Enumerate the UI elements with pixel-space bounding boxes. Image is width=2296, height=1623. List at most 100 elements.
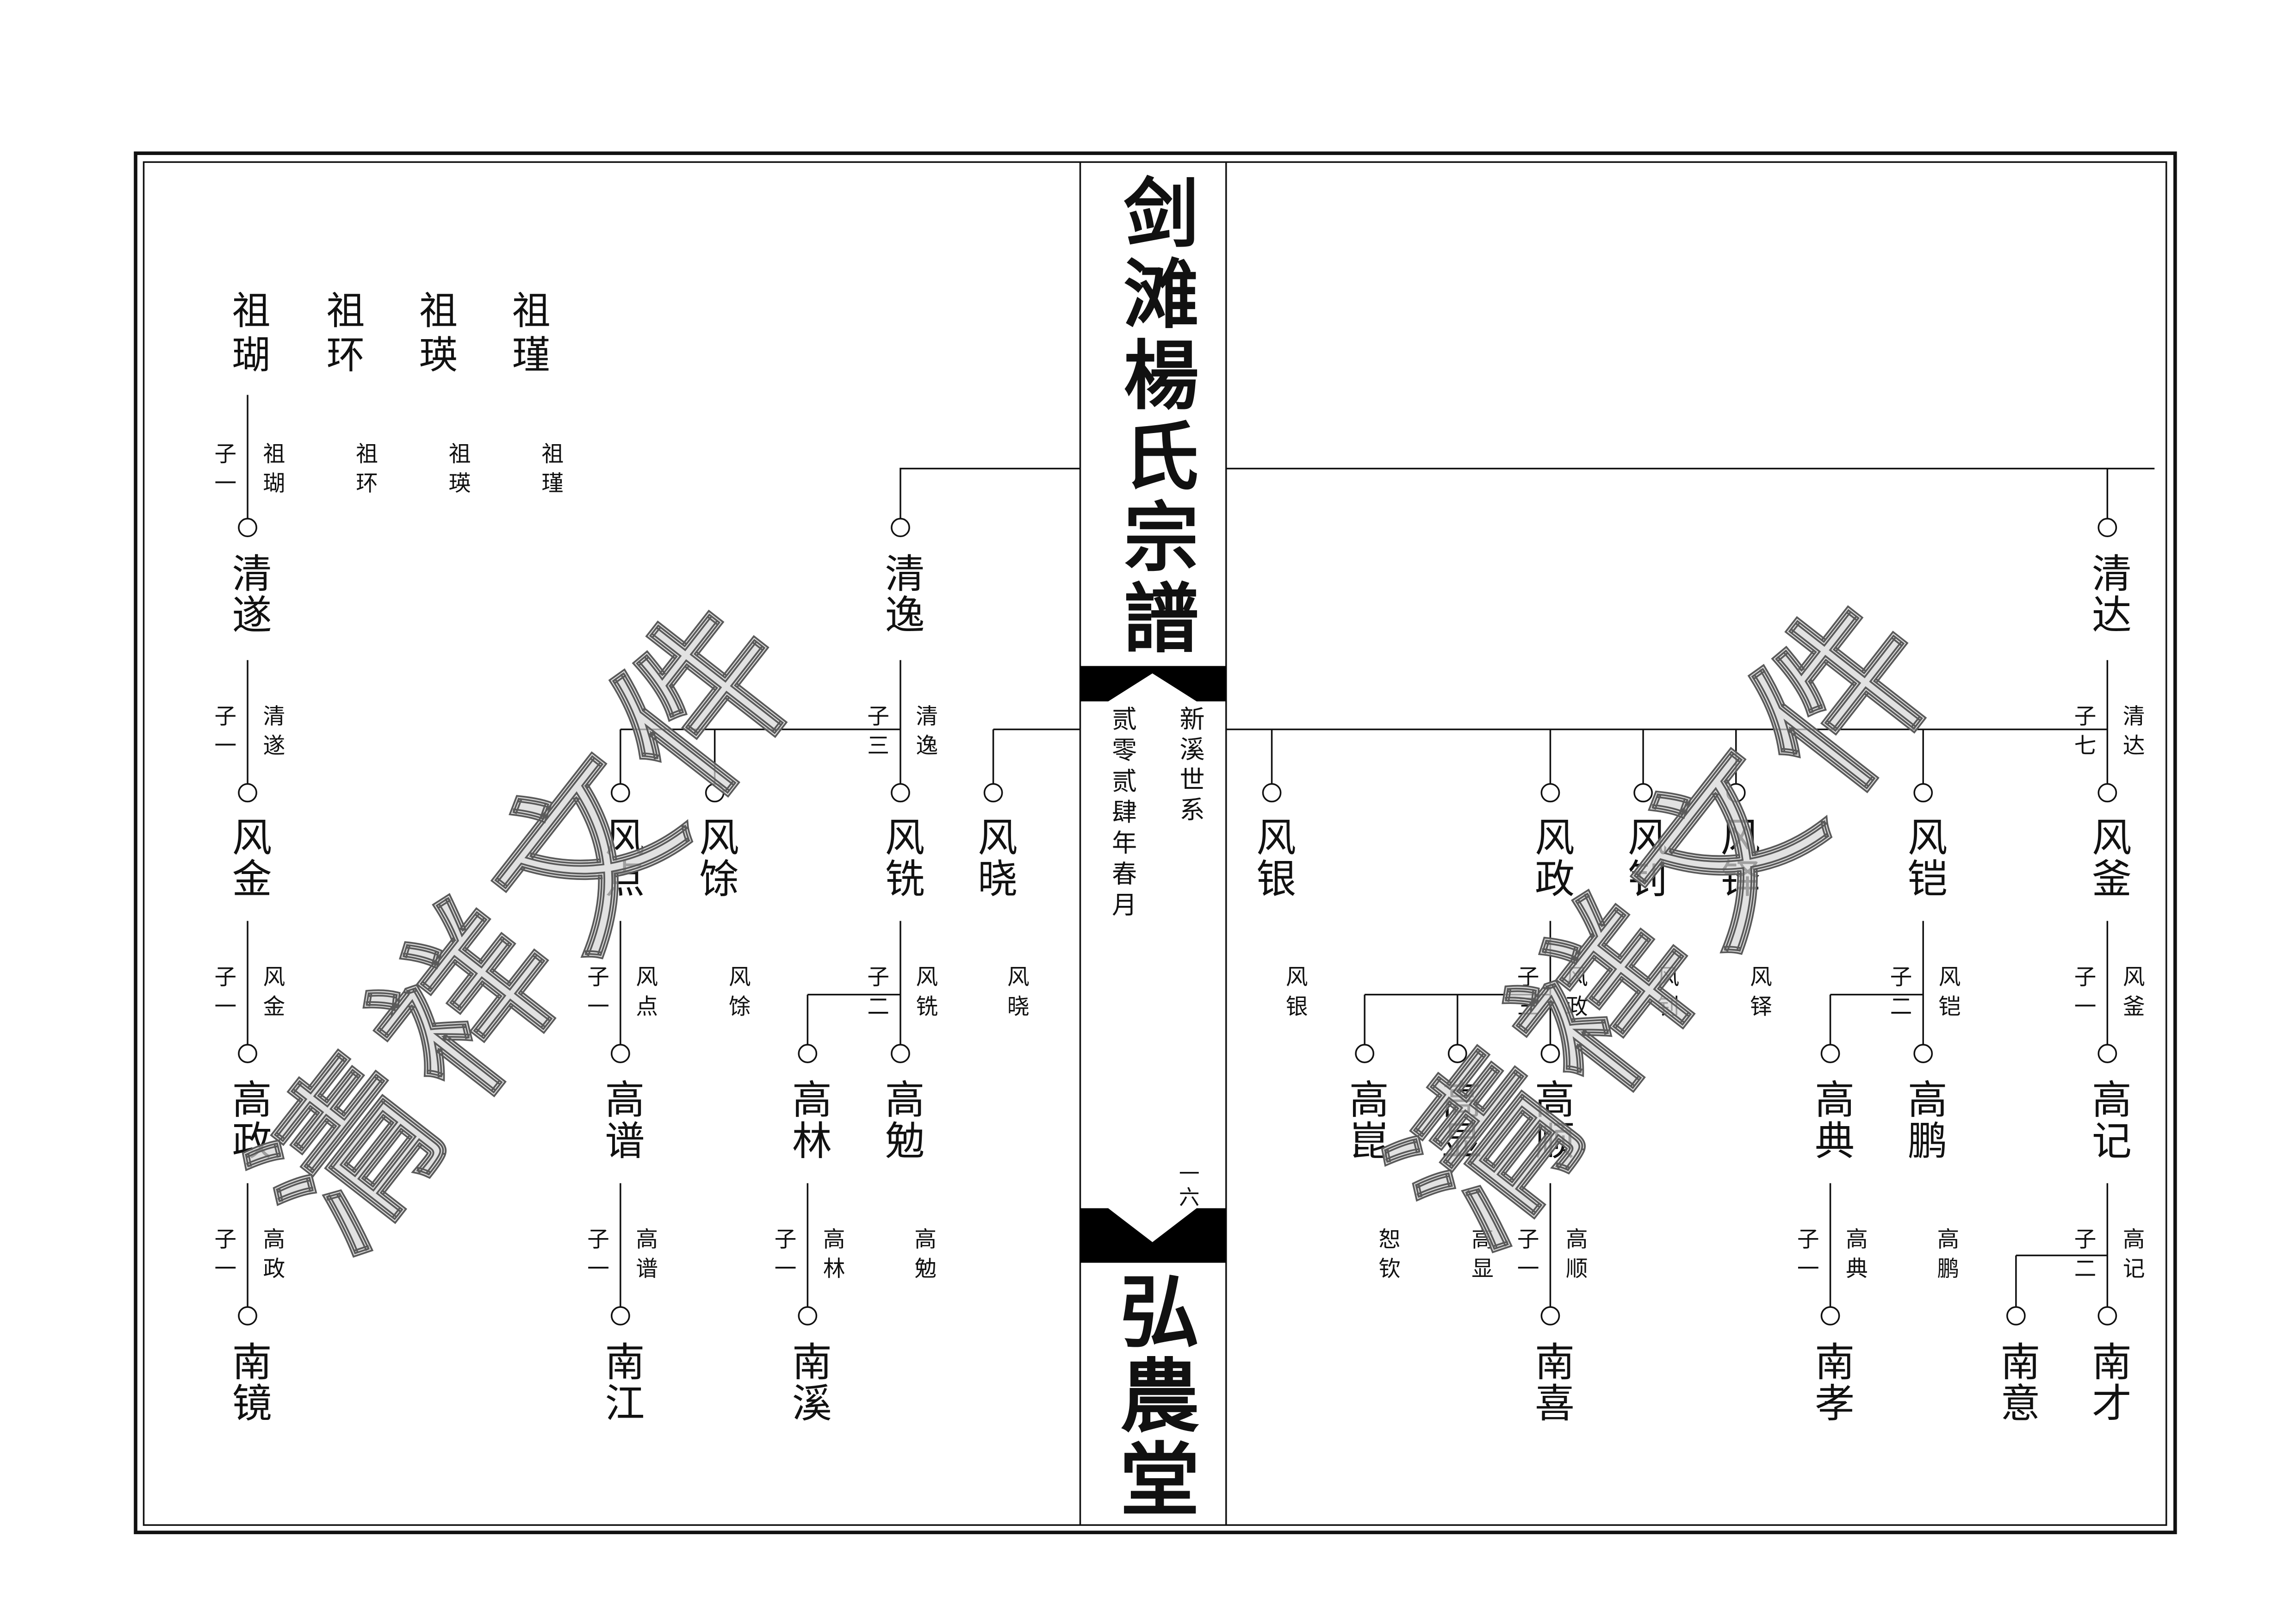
node-circle bbox=[610, 783, 630, 803]
descent-line bbox=[807, 921, 901, 1045]
node-circle bbox=[983, 783, 1003, 803]
person-label: 风点 bbox=[633, 964, 660, 1023]
node-circle bbox=[2097, 783, 2117, 803]
sons-count: 子一 bbox=[211, 964, 238, 1023]
person-name: 风点 bbox=[597, 815, 644, 898]
node-circle bbox=[1820, 1044, 1840, 1064]
node-circle bbox=[2097, 1306, 2117, 1326]
person-name: 风政 bbox=[1527, 815, 1573, 898]
person-label: 祖环 bbox=[353, 441, 380, 501]
person-label: 祖瑾 bbox=[539, 441, 565, 501]
node-circle bbox=[1913, 783, 1933, 803]
descent-line bbox=[1226, 468, 2155, 519]
person-label: 风政 bbox=[1563, 964, 1589, 1023]
person-name: 清达 bbox=[2084, 551, 2130, 635]
hall-name: 弘農堂 bbox=[1106, 1270, 1201, 1522]
sons-count: 子一 bbox=[1514, 1227, 1541, 1286]
person-label: 高勉 bbox=[911, 1227, 938, 1286]
person-name: 风银 bbox=[1249, 815, 1295, 898]
sons-count: 子一 bbox=[771, 1227, 798, 1286]
node-circle bbox=[1726, 783, 1746, 803]
tree-connectors bbox=[247, 395, 2155, 1307]
person-name: 南才 bbox=[2084, 1340, 2130, 1423]
person-label: 高典 bbox=[1843, 1227, 1869, 1286]
sons-count: 子一 bbox=[211, 703, 238, 763]
inner-border bbox=[143, 161, 2167, 1526]
person-name: 南溪 bbox=[784, 1340, 831, 1423]
node-circle bbox=[1820, 1306, 1840, 1326]
person-label: 风馀 bbox=[726, 964, 752, 1023]
person-name: 高谱 bbox=[597, 1078, 644, 1161]
node-circle bbox=[610, 1306, 630, 1326]
person-name: 风晓 bbox=[970, 815, 1016, 898]
node-circle bbox=[238, 1306, 257, 1326]
node-circle bbox=[798, 1306, 818, 1326]
person-name: 风馀 bbox=[692, 815, 738, 898]
node-circle bbox=[1355, 1044, 1375, 1064]
person-name: 高鹏 bbox=[1900, 1078, 1946, 1161]
sons-count: 子三 bbox=[864, 703, 891, 763]
person-name: 高显 bbox=[1434, 1078, 1481, 1161]
sons-count: 子一 bbox=[1794, 1227, 1821, 1286]
person-name: 风铠 bbox=[1900, 815, 1946, 898]
node-circle bbox=[238, 783, 257, 803]
person-name: 高勉 bbox=[877, 1078, 924, 1161]
person-label: 高林 bbox=[820, 1227, 847, 1286]
person-name: 风釜 bbox=[2084, 815, 2130, 898]
book-title: 剑滩楊氏宗譜 bbox=[1110, 173, 1198, 660]
person-label: 风金 bbox=[260, 964, 287, 1023]
node-circle bbox=[2097, 1044, 2117, 1064]
descent-line bbox=[620, 660, 901, 784]
sons-count: 子二 bbox=[1887, 964, 1914, 1023]
person-name: 高崑 bbox=[1341, 1078, 1388, 1161]
branch-title: 新溪世系 bbox=[1173, 706, 1204, 827]
person-label: 高政 bbox=[260, 1227, 287, 1286]
person-label: 风钊 bbox=[1654, 964, 1681, 1023]
person-name: 风铣 bbox=[877, 815, 924, 898]
person-label: 清达 bbox=[2120, 703, 2147, 763]
node-circle bbox=[891, 1044, 910, 1064]
person-name: 清遂 bbox=[224, 551, 271, 635]
person-label: 风晓 bbox=[1004, 964, 1031, 1023]
descent-line bbox=[900, 468, 1080, 519]
node-circle bbox=[891, 783, 910, 803]
descent-line bbox=[1364, 921, 1551, 1045]
page-number: 一六 bbox=[1176, 1162, 1200, 1210]
person-label: 高鹏 bbox=[1934, 1227, 1961, 1286]
person-label: 高顺 bbox=[1563, 1227, 1589, 1286]
person-name: 南孝 bbox=[1807, 1340, 1853, 1423]
person-name: 祖环 bbox=[320, 290, 364, 379]
edition-date: 贰零贰肆年春月 bbox=[1106, 706, 1136, 923]
lower-fish-tail bbox=[1080, 1208, 1226, 1263]
sons-count: 子二 bbox=[2071, 1227, 2098, 1286]
person-name: 南江 bbox=[597, 1340, 644, 1423]
node-circle bbox=[705, 783, 725, 803]
person-name: 高政 bbox=[224, 1078, 271, 1161]
node-circle bbox=[1540, 1306, 1560, 1326]
person-label: 恕钦 bbox=[1376, 1227, 1402, 1286]
descent-line bbox=[992, 660, 2109, 784]
person-label: 风铣 bbox=[913, 964, 940, 1023]
tree-nodes bbox=[238, 518, 2117, 1326]
node-circle bbox=[1540, 783, 1560, 803]
spine-rules bbox=[1079, 162, 1227, 1525]
node-circle bbox=[2097, 518, 2117, 538]
node-circle bbox=[798, 1044, 818, 1064]
node-circle bbox=[238, 1044, 257, 1064]
person-name: 高顺 bbox=[1527, 1078, 1573, 1161]
sons-count: 子七 bbox=[2071, 703, 2098, 763]
upper-fish-tail bbox=[1080, 666, 1226, 701]
node-circle bbox=[1633, 783, 1653, 803]
person-label: 风银 bbox=[1283, 964, 1309, 1023]
sons-count: 子一 bbox=[211, 1227, 238, 1286]
person-name: 南喜 bbox=[1527, 1340, 1573, 1423]
node-circle bbox=[2006, 1306, 2026, 1326]
person-name: 祖瑚 bbox=[225, 290, 270, 379]
person-name: 清逸 bbox=[877, 551, 924, 635]
person-name: 风铎 bbox=[1713, 815, 1759, 898]
person-name: 高典 bbox=[1807, 1078, 1853, 1161]
sons-count: 子二 bbox=[864, 964, 891, 1023]
sons-count: 子一 bbox=[2071, 964, 2098, 1023]
